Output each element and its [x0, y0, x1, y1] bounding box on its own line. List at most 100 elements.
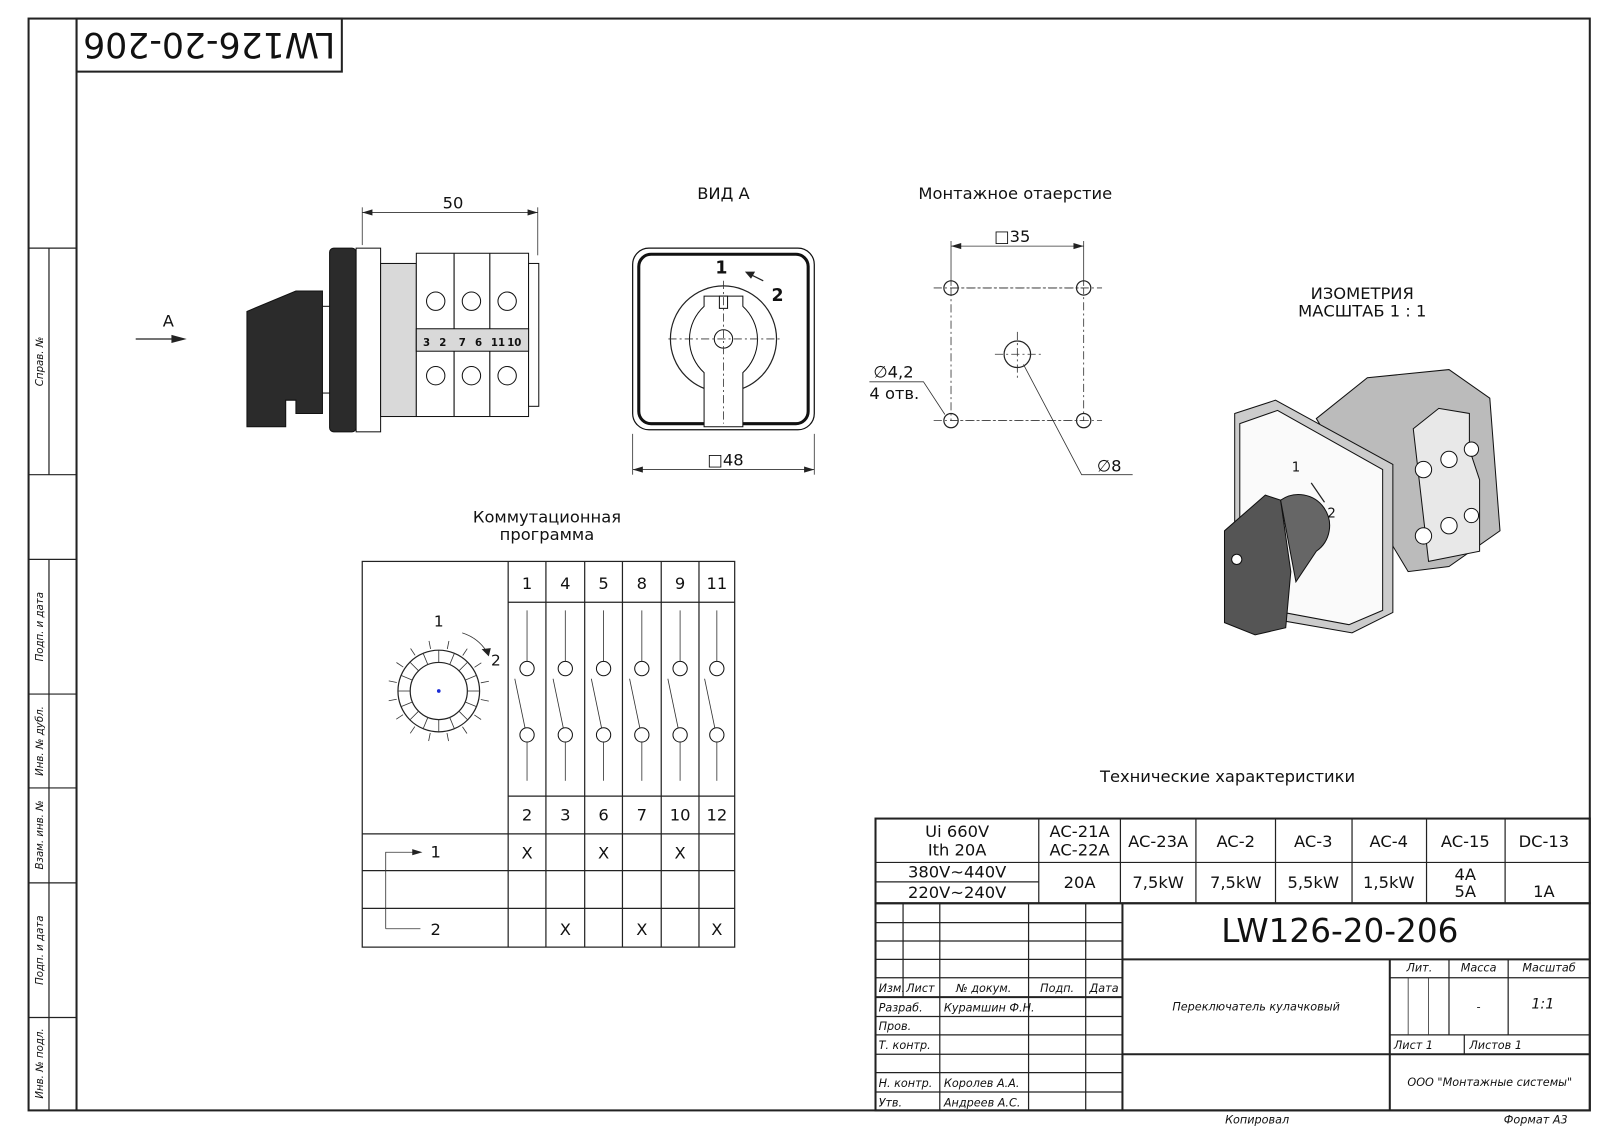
isometric-scale: МАСШТАБ 1 : 1	[1298, 302, 1426, 321]
bottom-terminal: 12	[706, 806, 727, 825]
contact	[629, 610, 650, 781]
position-arrows: 1 2	[385, 842, 441, 939]
dial-tick	[465, 701, 477, 708]
tech-header: AC-3	[1294, 832, 1333, 851]
program-title: Коммутационная	[473, 508, 621, 527]
tech-header: DC-13	[1519, 832, 1570, 851]
dial-tick	[400, 701, 413, 708]
contact	[667, 610, 688, 781]
handle	[246, 290, 323, 428]
contact	[590, 610, 612, 781]
screw-icon	[461, 291, 482, 311]
hole-count: 4 отв.	[869, 384, 919, 403]
strip-label: Справ. №	[35, 337, 46, 387]
tech-title: Технические характеристики	[1099, 767, 1355, 786]
tech-ith: Ith 20A	[928, 840, 987, 859]
screw-icon	[426, 291, 446, 311]
tech-ui: Ui 660V	[925, 822, 990, 841]
tech-value: 1A	[1533, 882, 1555, 901]
dial-tick	[449, 653, 455, 665]
screw-icon	[426, 366, 446, 386]
dial-tick	[480, 699, 489, 702]
dial-diagram: 1 2	[388, 613, 501, 742]
contact	[704, 610, 725, 781]
dial-tick	[458, 661, 468, 672]
dial-tick	[446, 640, 450, 650]
dial-tick	[388, 680, 397, 683]
lit-label: Лит.	[1405, 962, 1432, 975]
view-a-pos1: 1	[715, 259, 727, 279]
tech-value: 5,5kW	[1287, 873, 1339, 892]
dial-tick	[388, 698, 397, 702]
dial-tick	[465, 675, 477, 681]
dial-tick	[446, 732, 449, 742]
col-header: № докум.	[955, 982, 1011, 995]
tech-value: 1,5kW	[1363, 873, 1415, 892]
strip-label: Инв. № подл.	[35, 1028, 46, 1098]
tech-value: 4A	[1455, 865, 1477, 884]
stamp-code: LW126-20-206	[83, 24, 335, 64]
dial-tick	[422, 717, 429, 729]
dial-pos1: 1	[434, 613, 444, 631]
scale-value: 1:1	[1531, 996, 1554, 1012]
position-label: 2	[431, 920, 441, 939]
top-terminal: 4	[560, 574, 570, 593]
iso-pos2: 2	[1327, 507, 1335, 522]
program-mark: X	[560, 920, 571, 939]
mass-label: Масса	[1461, 962, 1497, 975]
screw-icon	[497, 291, 517, 311]
tech-header: AC-15	[1441, 832, 1490, 851]
format-label: Формат А3	[1504, 1114, 1568, 1127]
strip-label: Подп. и дата	[35, 592, 46, 661]
role-label: Утв.	[879, 1096, 903, 1109]
front-bezel	[329, 247, 357, 433]
iso-pos1: 1	[1292, 461, 1300, 476]
dial-tick	[474, 662, 482, 668]
product-name: Переключатель кулачковый	[1172, 1000, 1340, 1013]
scale-label: Масштаб	[1522, 962, 1575, 975]
screw-icon	[461, 366, 482, 386]
top-terminal: 8	[637, 574, 647, 593]
side-view: 50 А 3 2 7 6 11 10	[135, 193, 540, 433]
bottom-terminal: 6	[598, 806, 608, 825]
dial-tick	[396, 662, 404, 668]
program-mark: X	[521, 843, 532, 862]
center-diameter: ∅8	[1097, 457, 1122, 476]
strip-label: Взам. инв. №	[35, 800, 46, 869]
isometric-view: ИЗОМЕТРИЯ МАСШТАБ 1 : 1 1 2	[1223, 284, 1501, 636]
tech-header: AC-21A	[1050, 822, 1111, 841]
top-terminal: 5	[598, 574, 608, 593]
dial-tick	[462, 726, 468, 734]
contact	[552, 610, 573, 781]
tech-value: 7,5kW	[1210, 873, 1262, 892]
terminal-label: 2	[439, 338, 446, 349]
role-label: Т. контр.	[879, 1039, 931, 1052]
switching-program: Коммутационная программа 1 2 12X43X56X87…	[361, 508, 736, 948]
dial-tick	[409, 661, 419, 672]
terminal-label: 6	[475, 338, 482, 349]
terminal-label: 7	[459, 338, 466, 349]
designation: LW126-20-206	[1221, 912, 1458, 950]
mounting-hole-view: Монтажное отаерстие □35 ∅4,2 4 отв. ∅8	[869, 184, 1133, 476]
strip-label: Инв. № дубл.	[34, 706, 46, 776]
strip-label: Подп. и дата	[35, 915, 46, 984]
col-header: Лист	[905, 982, 935, 995]
program-subtitle: программа	[500, 525, 595, 544]
role-person: Королев А.А.	[944, 1077, 1020, 1090]
view-a: ВИД А 1 2 □48	[632, 184, 815, 475]
dial-tick	[396, 714, 404, 720]
role-label: Пров.	[879, 1020, 912, 1033]
sheet-frame	[27, 17, 1591, 1112]
mounting-title: Монтажное отаерстие	[918, 184, 1112, 203]
view-a-pos2: 2	[772, 286, 784, 306]
dial-tick	[458, 710, 468, 721]
dial-tick	[400, 675, 413, 681]
view-a-knob	[688, 295, 758, 428]
program-mark: X	[711, 920, 722, 939]
top-terminal: 9	[675, 574, 685, 593]
dial-tick	[428, 640, 431, 650]
dial-tick	[410, 648, 416, 656]
col-header: Дата	[1089, 982, 1119, 995]
dial-tick	[422, 653, 429, 665]
dial-tick	[462, 648, 468, 656]
